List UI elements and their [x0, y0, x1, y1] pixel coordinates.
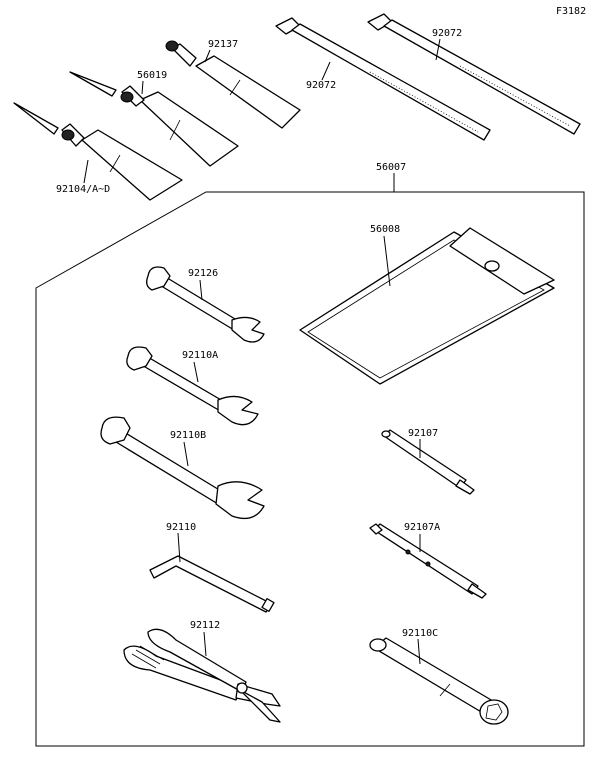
- label-92072-a: 92072: [306, 80, 336, 91]
- wrench-92126: [146, 266, 265, 343]
- socket-wrench-92110C: [369, 637, 509, 725]
- screwdriver-92107: [381, 429, 475, 495]
- cable-tie-1: [275, 17, 491, 141]
- label-92110B: 92110B: [170, 430, 206, 441]
- label-92137: 92137: [208, 39, 238, 50]
- label-92112: 92112: [190, 620, 220, 631]
- label-56019: 56019: [137, 70, 167, 81]
- label-56007: 56007: [376, 162, 406, 173]
- label-92110A: 92110A: [182, 350, 218, 361]
- hex-wrench-92110: [149, 555, 275, 613]
- cable-tie-2: [367, 13, 581, 135]
- tool-kit-boundary: [35, 191, 585, 747]
- label-92110C: 92110C: [402, 628, 438, 639]
- wrench-92110A: [126, 346, 259, 426]
- screwdriver-92107A: [369, 523, 487, 599]
- label-92107A: 92107A: [404, 522, 440, 533]
- tube-56019: [69, 71, 239, 167]
- label-92072-b: 92072: [432, 28, 462, 39]
- label-56008: 56008: [370, 224, 400, 235]
- pliers-92112: [123, 628, 281, 723]
- tool-bag-56008: [299, 227, 555, 385]
- label-92104: 92104/A~D: [56, 184, 110, 195]
- wrench-92110B: [100, 416, 265, 520]
- diagram-code: F3182: [556, 6, 586, 17]
- tube-92137: [165, 40, 301, 129]
- label-92126: 92126: [188, 268, 218, 279]
- tube-92104: [13, 102, 183, 201]
- label-92110: 92110: [166, 522, 196, 533]
- label-92107: 92107: [408, 428, 438, 439]
